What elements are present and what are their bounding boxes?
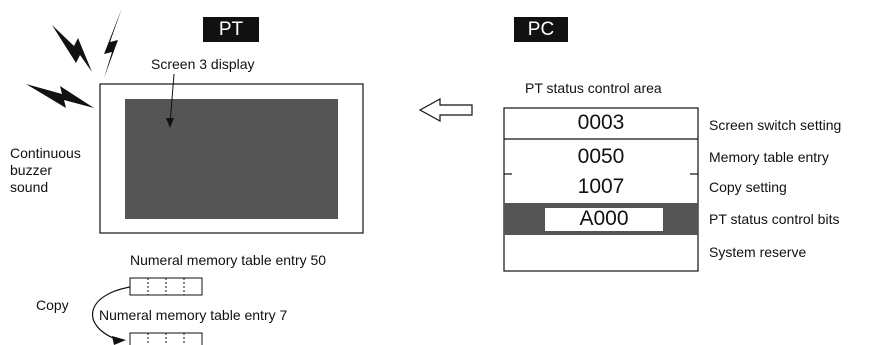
copy-arc <box>91 286 131 341</box>
transfer-arrow <box>418 97 473 123</box>
memory-table-label: Memory table entry <box>709 149 829 165</box>
control-bits-value: A000 <box>579 207 629 230</box>
copy-arrowhead <box>112 336 126 345</box>
pt-tag: PT <box>203 17 259 42</box>
screen-switch-value: 0003 <box>577 111 625 134</box>
system-reserve-label: System reserve <box>709 244 807 260</box>
copy-setting-value: 1007 <box>577 175 625 198</box>
buzzer-label-line1: Continuous <box>10 145 81 161</box>
screen-label-pointer <box>169 73 175 125</box>
screen-display-label: Screen 3 display <box>151 56 255 72</box>
lightning-bolt-icon <box>104 8 122 78</box>
screen-switch-label: Screen switch setting <box>709 117 842 133</box>
lightning-bolt-icon <box>52 25 92 72</box>
memory-table-value: 0050 <box>577 145 625 168</box>
control-bits-label: PT status control bits <box>709 211 840 227</box>
copy-label: Copy <box>36 297 69 313</box>
pointer-arrowhead <box>166 118 174 128</box>
control-bits-value-box <box>545 208 663 231</box>
status-area-title: PT status control area <box>525 80 662 96</box>
buzzer-label-line2: buzzer <box>10 162 53 178</box>
buzzer-label-line3: sound <box>10 179 49 195</box>
memory-entry-7-label: Numeral memory table entry 7 <box>99 307 288 323</box>
copy-setting-label: Copy setting <box>709 179 787 195</box>
pc-status-table <box>503 107 699 272</box>
memory-entry-50-label: Numeral memory table entry 50 <box>130 252 327 268</box>
pc-tag: PC <box>514 17 568 42</box>
lightning-bolt-icon <box>26 84 94 108</box>
pt-screen <box>125 99 338 219</box>
